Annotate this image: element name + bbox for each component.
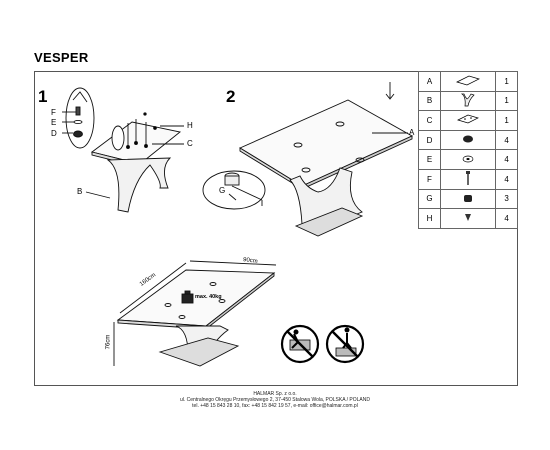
callout-a: A <box>409 128 415 137</box>
mounting-plate-icon <box>439 110 497 131</box>
part-letter: E <box>418 149 441 170</box>
callout-f: F <box>51 108 56 117</box>
no-standing-warning-icon <box>325 324 365 364</box>
callout-c: C <box>187 139 193 148</box>
assembled-table-drawing <box>113 260 277 367</box>
step-number-1: 1 <box>38 87 48 106</box>
part-quantity: 4 <box>495 129 518 151</box>
document-title: VESPER <box>34 50 89 65</box>
bolt-icon <box>439 168 497 190</box>
part-letter: B <box>418 90 441 112</box>
callout-g: G <box>219 186 226 195</box>
part-quantity: 1 <box>495 110 518 131</box>
suction-pad-icon <box>439 129 497 151</box>
part-quantity: 4 <box>495 168 518 190</box>
weight-icon <box>181 290 194 304</box>
glass-top-icon <box>439 71 497 92</box>
part-quantity: 4 <box>495 208 518 229</box>
part-quantity: 4 <box>495 149 518 170</box>
part-letter: A <box>418 71 441 92</box>
part-letter: H <box>418 208 441 229</box>
no-climbing-warning-icon <box>280 324 320 364</box>
part-letter: G <box>418 188 441 210</box>
footer-contact: tel. +48 15 843 28 10, fax: +48 15 842 1… <box>192 403 358 409</box>
max-load-label: max. 40kg <box>195 294 222 300</box>
callout-h: H <box>187 121 193 130</box>
part-quantity: 3 <box>495 188 518 210</box>
step-number-2: 2 <box>226 87 236 106</box>
dimension-height: 76cm <box>105 334 112 350</box>
base-under-top-drawing <box>289 167 364 237</box>
callout-b: B <box>77 187 83 196</box>
part-letter: C <box>418 110 441 131</box>
callout-d: D <box>51 129 57 138</box>
allen-key-icon <box>439 188 497 210</box>
instruction-frame <box>34 71 518 386</box>
callout-e: E <box>51 118 57 127</box>
base-leg-drawing <box>85 157 172 213</box>
part-quantity: 1 <box>495 71 518 92</box>
part-letter: D <box>418 129 441 151</box>
fastener-detail-oval <box>62 87 95 149</box>
allen-key-detail <box>202 170 266 210</box>
washer-icon <box>439 149 497 170</box>
footer-address: ul. Centralnego Okręgu Przemysłowego 2, … <box>179 397 370 403</box>
part-letter: F <box>418 168 441 190</box>
screw-icon <box>439 208 497 229</box>
base-leg-icon <box>439 90 497 112</box>
part-quantity: 1 <box>495 90 518 112</box>
glass-top-drawing <box>239 82 413 190</box>
footer-company: HALMAR Sp. z o.o. <box>253 391 297 397</box>
